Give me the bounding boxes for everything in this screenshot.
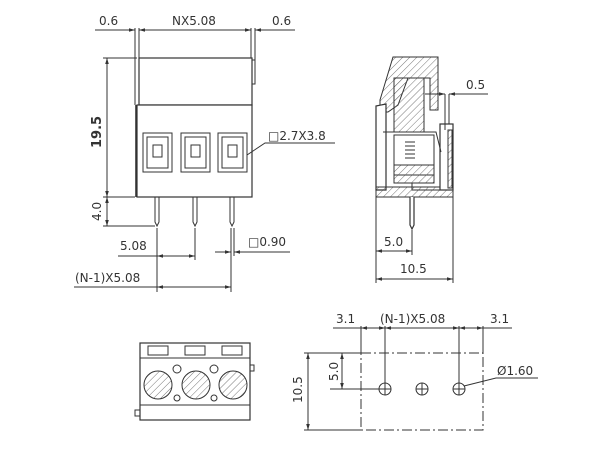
dim-height: 10.5 [291,376,305,403]
dim-pin-offset: 5.0 [384,235,403,249]
dim-right-margin: 0.6 [272,14,291,28]
dim-pin-length: 4.0 [90,202,104,221]
dim-height: 19.5 [90,116,105,148]
pin [409,197,415,231]
top-view [134,342,255,421]
dim-pitch: 5.08 [120,239,147,253]
screw-icon [181,370,211,400]
pin [192,197,198,228]
front-body [135,57,256,228]
dim-pin-span: (N-1)X5.08 [380,312,445,326]
dim-left-margin: 0.6 [99,14,118,28]
dim-pin-span: (N-1)X5.08 [75,271,140,285]
pcb-layout: 3.1 (N-1)X5.08 3.1 10.5 5.0 Ø1.60 [291,312,538,431]
pcb-hole [415,382,429,396]
pin [229,197,235,228]
pcb-hole [378,382,392,396]
dim-right-margin: 3.1 [490,312,509,326]
wire-opening [142,132,173,173]
dim-wire-opening: □2.7X3.8 [268,129,326,143]
side-view: 0.5 5.0 10.5 [375,56,488,283]
dim-pin-size: □0.90 [248,235,286,249]
dim-hole-offset: 5.0 [327,362,341,381]
screw-icon [143,370,173,400]
dim-offset: 0.5 [466,78,485,92]
dim-depth: 10.5 [400,262,427,276]
front-view: 0.6 NX5.08 0.6 19.5 4.0 5.08 □0.90 (N-1)… [74,14,335,292]
screw-icon [218,370,248,400]
spring-icon [405,141,415,159]
wire-opening [217,132,248,173]
pin [154,197,160,228]
wire-opening [180,132,211,173]
pcb-hole [452,382,466,396]
dim-hole-diameter: Ø1.60 [497,364,533,378]
dim-left-margin: 3.1 [336,312,355,326]
dim-pitch-total: NX5.08 [172,14,216,28]
